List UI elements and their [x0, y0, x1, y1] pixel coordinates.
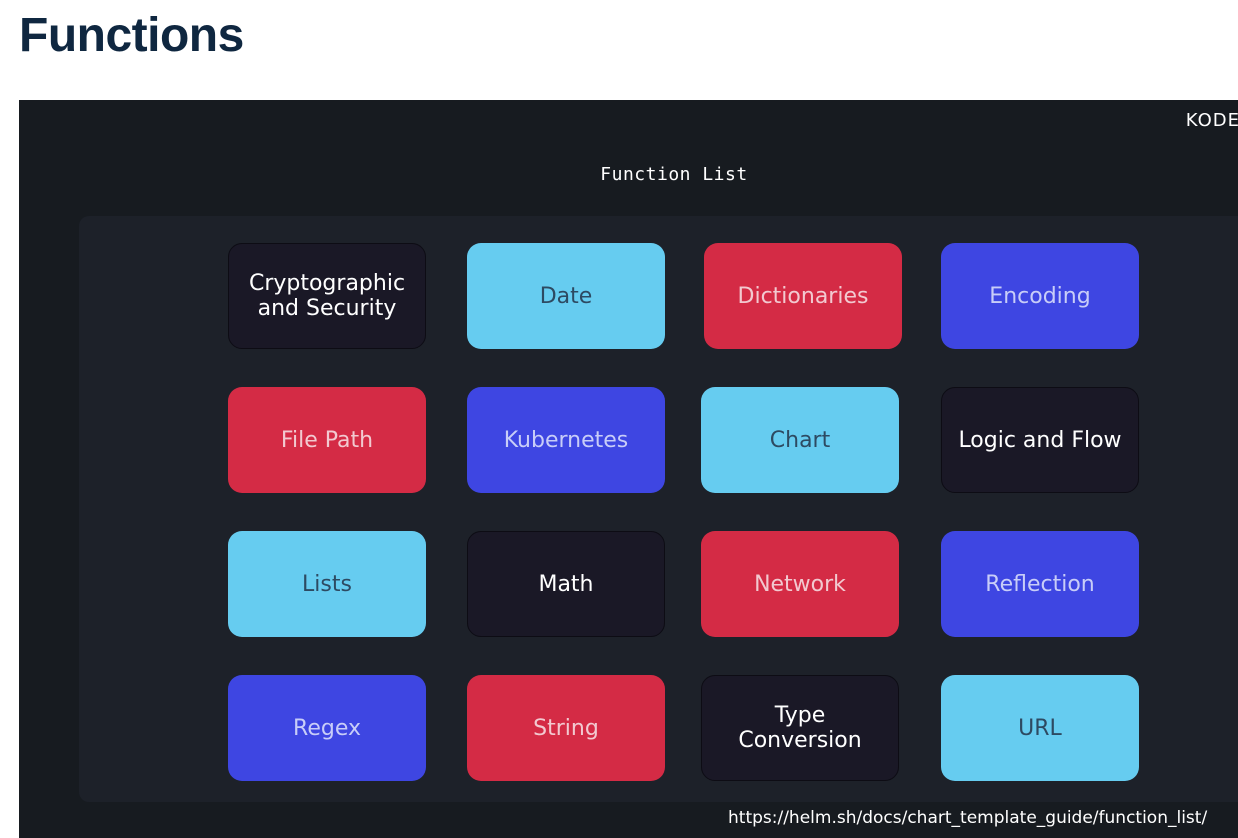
tile-cryptographic-and-security: Cryptographic and Security [228, 243, 426, 349]
tile-type-conversion: Type Conversion [701, 675, 899, 781]
kodekloud-logo: KODE [1185, 110, 1238, 131]
tile-date: Date [467, 243, 665, 349]
tile-dictionaries: Dictionaries [704, 243, 902, 349]
source-url: https://helm.sh/docs/chart_template_guid… [728, 808, 1208, 828]
tile-lists: Lists [228, 531, 426, 637]
tile-url: URL [941, 675, 1139, 781]
tile-reflection: Reflection [941, 531, 1139, 637]
tile-string: String [467, 675, 665, 781]
tile-regex: Regex [228, 675, 426, 781]
tile-math: Math [467, 531, 665, 637]
page-title: Functions [19, 9, 244, 62]
tile-file-path: File Path [228, 387, 426, 493]
tile-kubernetes: Kubernetes [467, 387, 665, 493]
slide-image: KODE Function List Cryptographic and Sec… [19, 100, 1238, 838]
tile-chart: Chart [701, 387, 899, 493]
tile-logic-and-flow: Logic and Flow [941, 387, 1139, 493]
slide-heading: Function List [600, 164, 748, 185]
tile-encoding: Encoding [941, 243, 1139, 349]
tile-network: Network [701, 531, 899, 637]
